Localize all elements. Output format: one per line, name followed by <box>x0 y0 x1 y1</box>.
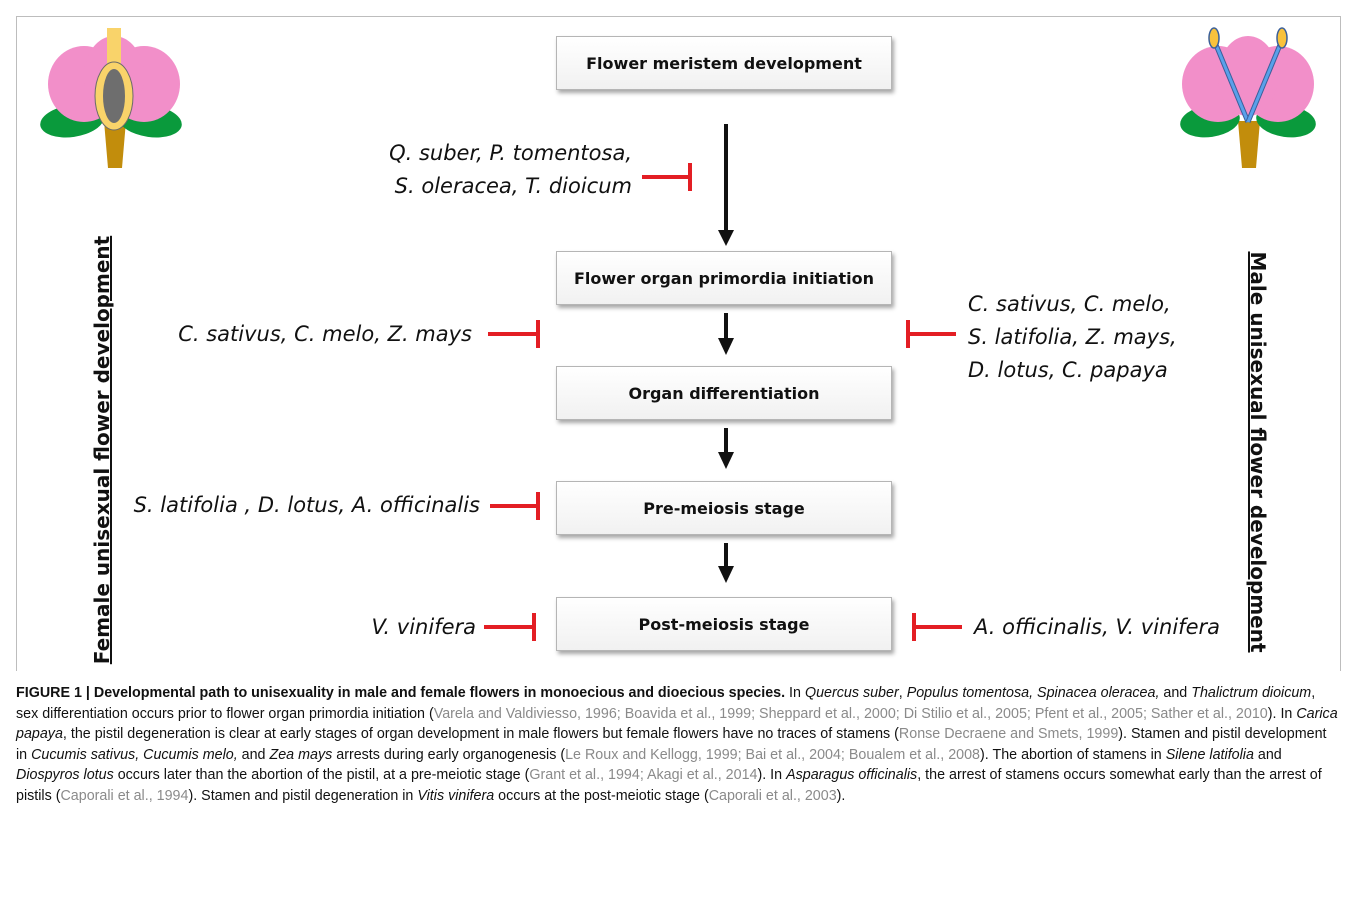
caption-text: ). Stamen and pistil degeneration in <box>188 787 418 804</box>
caption-text: and <box>1159 685 1192 701</box>
caption-species: Zea mays <box>269 746 333 763</box>
caption-species: Quercus suber <box>804 685 899 701</box>
caption-text: ). The abortion of stamens in <box>980 746 1166 763</box>
species-line: C. sativus, C. melo, <box>968 292 1171 316</box>
caption-text: In <box>785 685 805 701</box>
species-line: Q. suber, P. tomentosa, <box>389 141 632 165</box>
species-line: S. oleracea, T. dioicum <box>394 174 632 198</box>
caption-species: Silene latifolia <box>1165 746 1254 763</box>
inhibitor-left-5 <box>484 613 536 641</box>
diagram-connectors <box>484 124 962 641</box>
caption-text: , the arrest of stamens occurs somewhat … <box>16 767 1322 804</box>
male-flower-icon <box>1180 27 1316 168</box>
citation-link[interactable]: Le Roux and Kellogg, 1999; Bai et al., 2… <box>565 746 981 763</box>
citation-link[interactable]: Ronse Decraene and Smets, 1999 <box>898 726 1119 743</box>
female-side-label: Female unisexual flower development <box>90 235 114 665</box>
caption-text: and <box>237 746 270 763</box>
species-right-5: A. officinalis, V. vinifera <box>974 615 1220 639</box>
caption-text: , <box>898 685 907 701</box>
inhibitor-right-5 <box>912 613 962 641</box>
citation-link[interactable]: Grant et al., 1994; Akagi et al., 2014 <box>529 767 758 784</box>
inhibitor-left-1 <box>642 163 692 191</box>
caption-species: Asparagus officinalis <box>786 767 918 784</box>
male-side-label: Male unisexual flower development <box>1246 251 1270 653</box>
flow-arrows <box>718 124 734 583</box>
caption-text: ). In <box>1267 705 1297 722</box>
inhibitor-right-2 <box>906 320 956 348</box>
inhibitor-left-4 <box>490 492 540 520</box>
figure-frame <box>16 16 1341 671</box>
caption-text: ). Stamen and pistil development in <box>16 726 1327 763</box>
inhibitor-left-2 <box>488 320 540 348</box>
caption-text: ). <box>836 787 846 804</box>
species-left-2: C. sativus, C. melo, Z. mays <box>178 322 472 346</box>
caption-species: Populus tomentosa, Spinacea oleracea, <box>906 685 1160 701</box>
stage-flower-organ-primordia-initiation: Flower organ primordia initiation <box>556 251 892 305</box>
figure-caption: FIGURE 1 | Developmental path to unisexu… <box>16 683 1338 807</box>
citation-link[interactable]: Varela and Valdiviesso, 1996; Boavida et… <box>433 705 1268 722</box>
species-left-4: S. latifolia , D. lotus, A. officinalis <box>133 493 480 517</box>
citation-link[interactable]: Caporali et al., 1994 <box>60 787 189 804</box>
caption-species: Carica papaya <box>16 705 1338 743</box>
inhibitor-bars <box>484 163 962 641</box>
caption-text: occurs at the post-meiotic stage ( <box>494 787 709 804</box>
species-left-5: V. vinifera <box>371 615 476 639</box>
caption-text: ). In <box>757 767 787 784</box>
caption-species: Vitis vinifera <box>417 787 495 804</box>
stage-post-meiosis: Post-meiosis stage <box>556 597 892 651</box>
figure-label: FIGURE 1 | Developmental path to unisexu… <box>16 685 786 701</box>
caption-text: , sex differentiation occurs prior to fl… <box>16 685 1316 722</box>
citation-link[interactable]: Caporali et al., 2003 <box>708 787 837 804</box>
species-line: S. latifolia, Z. mays, <box>968 325 1177 349</box>
species-right-2: C. sativus, C. melo, S. latifolia, Z. ma… <box>968 288 1177 387</box>
female-flower-icon <box>40 28 182 168</box>
stage-pre-meiosis: Pre-meiosis stage <box>556 481 892 535</box>
caption-text: occurs later than the abortion of the pi… <box>113 767 530 784</box>
caption-text: , the pistil degeneration is clear at ea… <box>62 726 899 743</box>
stage-organ-differentiation: Organ differentiation <box>556 366 892 420</box>
species-line: D. lotus, C. papaya <box>968 358 1168 382</box>
caption-species: Thalictrum dioicum <box>1191 685 1312 701</box>
caption-species: Diospyros lotus <box>16 767 114 784</box>
species-left-1: Q. suber, P. tomentosa, S. oleracea, T. … <box>389 137 632 203</box>
stage-flower-meristem-development: Flower meristem development <box>556 36 892 90</box>
caption-species: Cucumis sativus, Cucumis melo, <box>31 746 238 763</box>
caption-text: arrests during early organogenesis ( <box>332 746 566 763</box>
caption-text: and <box>1253 746 1282 763</box>
